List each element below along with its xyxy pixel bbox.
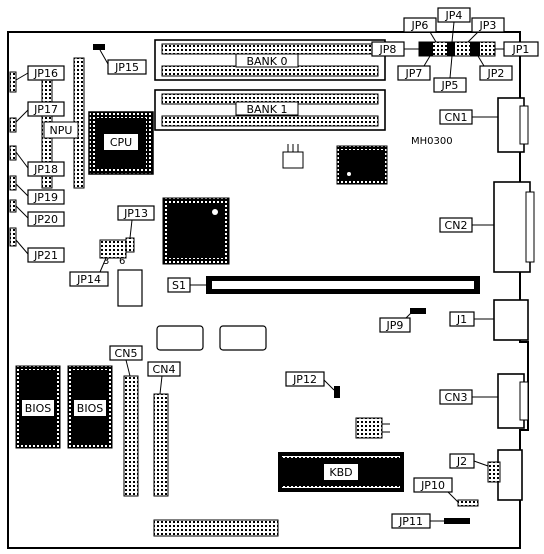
edge-connector <box>153 519 279 537</box>
j2-label: J2 <box>456 455 467 468</box>
cn1-connector <box>497 97 529 153</box>
callout-cn5: CN5 <box>109 345 143 377</box>
oscillator-right <box>219 325 267 351</box>
cn3-connector <box>497 373 529 429</box>
jp11-label: JP11 <box>398 515 423 528</box>
memory-slot-bank-1: BANK 1 <box>154 89 386 131</box>
jp11-header <box>444 518 470 524</box>
bank-0-label: BANK 0 <box>246 55 287 68</box>
kbd-label: KBD <box>329 466 352 479</box>
callout-jp19: JP19 <box>15 183 65 205</box>
callout-jp18: JP18 <box>15 151 65 177</box>
bios-chip-left: BIOS <box>15 365 61 449</box>
jp18-label: JP18 <box>33 163 58 176</box>
callout-jp12: JP12 <box>285 371 335 391</box>
npu-socket: NPU <box>41 57 85 189</box>
j1-connector <box>493 299 529 341</box>
jp10-label: JP10 <box>420 479 445 492</box>
jp17-label: JP17 <box>33 103 58 116</box>
cn1-label: CN1 <box>445 111 468 124</box>
jp4-label: JP4 <box>445 9 463 22</box>
jp21-label: JP21 <box>33 249 58 262</box>
callout-jp3: JP3 <box>467 17 505 43</box>
callout-cn3: CN3 <box>439 389 498 405</box>
jp10-header <box>457 499 479 507</box>
callout-jp7: JP7 <box>397 55 431 81</box>
callout-jp9: JP9 <box>379 311 413 333</box>
jumper-cluster-top <box>418 41 496 57</box>
callout-jp13: JP13 <box>117 205 155 239</box>
cn2-connector <box>493 181 535 273</box>
callout-jp6: JP6 <box>403 17 437 43</box>
jp5-label: JP5 <box>441 79 459 92</box>
callout-j2: J2 <box>449 453 489 469</box>
jp9-header <box>410 308 426 314</box>
jp12-label: JP12 <box>292 373 317 386</box>
callout-jp17: JP17 <box>15 101 65 123</box>
callout-jp11: JP11 <box>391 513 444 529</box>
jp13-label: JP13 <box>123 207 148 220</box>
callout-s1: S1 <box>167 277 206 293</box>
mh0300-chip: MH0300 <box>336 136 453 185</box>
callout-cn2: CN2 <box>439 217 494 233</box>
jp13-header <box>125 237 135 253</box>
jp1-label: JP1 <box>512 43 530 56</box>
callout-cn4: CN4 <box>147 361 181 395</box>
cn5-label: CN5 <box>115 347 138 360</box>
callout-jp21: JP21 <box>15 239 65 263</box>
keyboard-controller: KBD <box>278 452 404 492</box>
bios-left-label: BIOS <box>25 402 51 415</box>
bios-right-label: BIOS <box>77 402 103 415</box>
callout-cn1: CN1 <box>439 109 498 125</box>
callout-jp14: JP14 <box>69 257 109 287</box>
s1-label: S1 <box>172 279 186 292</box>
callout-j1: J1 <box>449 311 494 327</box>
bios-chip-right: BIOS <box>67 365 113 449</box>
pin-6-label: 6 <box>119 256 125 267</box>
callout-jp16: JP16 <box>15 65 65 81</box>
npu-label: NPU <box>50 124 73 137</box>
crystal-2 <box>355 417 390 439</box>
jp3-label: JP3 <box>479 19 497 32</box>
model-label: MH0300 <box>411 136 453 147</box>
memory-slot-bank-0: BANK 0 <box>154 39 386 81</box>
jp14-label: JP14 <box>76 273 101 286</box>
jp15-header <box>93 44 105 50</box>
callout-jp20: JP20 <box>15 205 65 227</box>
cn2-label: CN2 <box>445 219 468 232</box>
jp7-label: JP7 <box>405 67 423 80</box>
cn4-label: CN4 <box>153 363 176 376</box>
j1-label: J1 <box>456 313 467 326</box>
cpu-chip: CPU <box>88 111 154 175</box>
chipset-chip <box>162 197 230 265</box>
callout-jp8: JP8 <box>371 41 419 57</box>
callout-jp4: JP4 <box>437 7 471 43</box>
pin-3-label: 3 <box>103 256 109 267</box>
cpu-label: CPU <box>110 136 132 149</box>
cn3-label: CN3 <box>445 391 468 404</box>
jp8-label: JP8 <box>379 43 397 56</box>
jp9-label: JP9 <box>386 319 404 332</box>
j2-connector <box>487 449 523 501</box>
callout-jp15: JP15 <box>99 49 147 75</box>
jp19-label: JP19 <box>33 191 58 204</box>
expansion-slot-s1 <box>206 276 480 294</box>
bank-1-label: BANK 1 <box>246 103 287 116</box>
cn4-header <box>153 393 169 497</box>
callout-jp5: JP5 <box>433 55 467 93</box>
cn5-header <box>123 375 139 497</box>
jp2-label: JP2 <box>487 67 505 80</box>
callout-jp1: JP1 <box>495 41 539 57</box>
callout-jp2: JP2 <box>477 55 513 81</box>
crystal <box>282 144 304 169</box>
jp12-header <box>334 386 340 398</box>
jp20-label: JP20 <box>33 213 58 226</box>
jp15-label: JP15 <box>114 61 139 74</box>
callout-jp10: JP10 <box>413 477 459 503</box>
small-chip <box>117 269 143 307</box>
jp6-label: JP6 <box>411 19 429 32</box>
oscillator-left <box>156 325 204 351</box>
jp16-label: JP16 <box>33 67 58 80</box>
